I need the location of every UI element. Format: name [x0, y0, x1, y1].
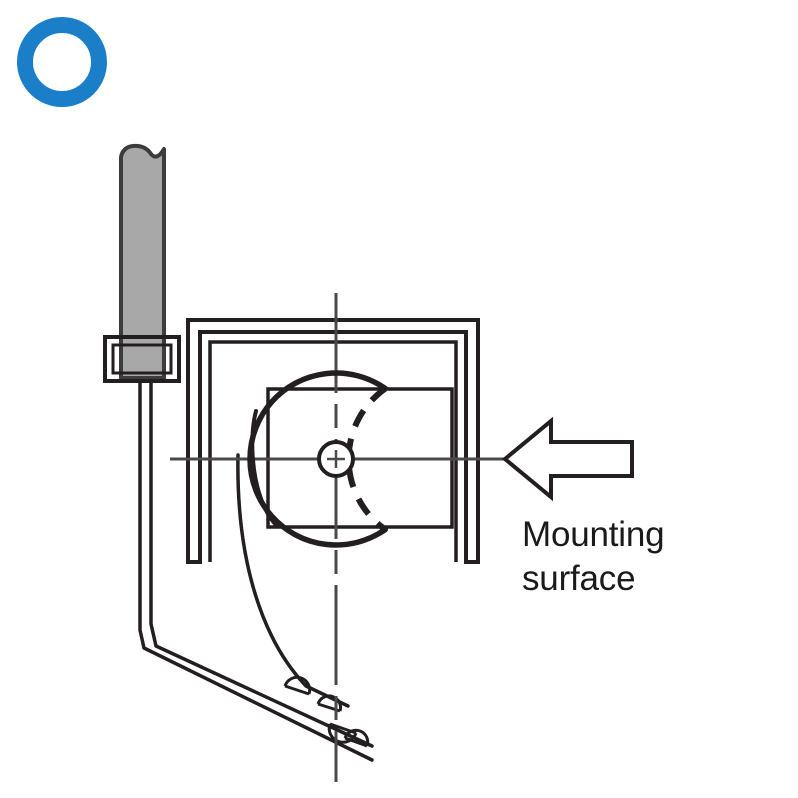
bracket-inner-outline: [208, 340, 458, 562]
mounting-surface-callout: Mounting surface: [522, 515, 665, 598]
linkage-rail-inner-edge: [149, 379, 374, 748]
mounting-surface-arrow: [501, 416, 634, 502]
gray-handle-group: [103, 143, 181, 383]
blue-ring-logo-group: [17, 17, 107, 107]
rotating-disc-group: [247, 370, 389, 548]
center-hub-group: [317, 440, 355, 478]
lower-linkage-group: [138, 379, 374, 762]
fastener-upper: [283, 675, 312, 696]
handle-collar-bracket: [103, 335, 181, 383]
linkage-fasteners-group: [283, 675, 370, 748]
gray-handle-bar: [119, 143, 166, 380]
callout-arrow-group: [501, 416, 634, 502]
handle-collar-inner: [111, 343, 173, 375]
linkage-curved-strut: [236, 453, 350, 708]
fastener-end-nut: [343, 728, 370, 748]
disc-offset-edge-arc: [250, 409, 278, 527]
blue-ring-logo: [17, 17, 107, 107]
callout-label-line-2: surface: [522, 559, 635, 598]
disc-solid-arc: [247, 370, 389, 548]
bracket-outer-outline: [186, 318, 480, 564]
linkage-rail-outer-edge: [138, 379, 374, 762]
callout-label-line-1: Mounting: [522, 515, 664, 554]
